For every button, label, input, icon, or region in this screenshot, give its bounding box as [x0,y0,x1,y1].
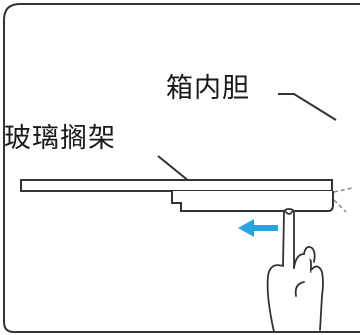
liner-dashed-hint [333,187,353,213]
liner-leader-line [278,93,337,121]
glass-shelf [20,179,333,192]
shelf-bracket [171,191,334,212]
pointing-hand-icon [266,208,324,333]
inner-liner-label: 箱内胆 [166,73,250,104]
left-arrow-icon [238,219,278,237]
glass-shelf-label: 玻璃搁架 [4,123,116,154]
cabinet-frame [3,3,360,333]
